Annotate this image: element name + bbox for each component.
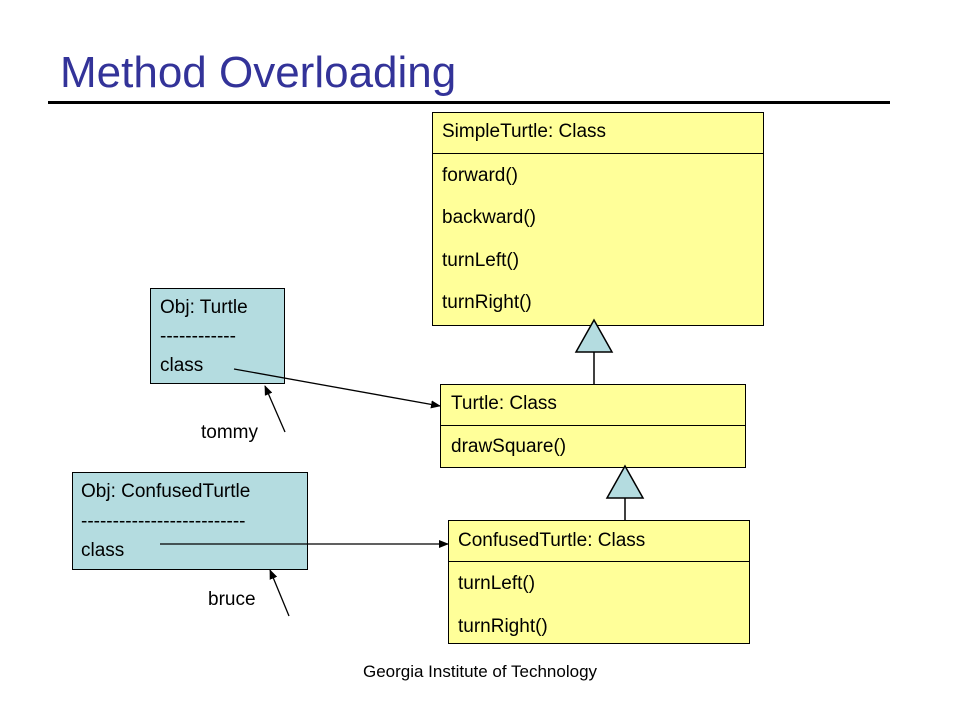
object-separator: ------------ [160, 326, 236, 347]
object-box-turtle [150, 288, 285, 384]
object-header-confused-turtle: Obj: ConfusedTurtle [81, 481, 251, 502]
method-forward: forward() [442, 165, 519, 186]
method-backward: backward() [442, 207, 536, 228]
object-header-turtle: Obj: Turtle [160, 297, 248, 318]
inheritance-triangle-icon [605, 464, 645, 499]
class-box-confused-turtle [448, 520, 750, 644]
footer-text: Georgia Institute of Technology [362, 662, 598, 681]
page-title: Method Overloading [60, 48, 457, 97]
class-header [441, 385, 745, 426]
variable-label-tommy: tommy [201, 422, 258, 443]
class-box-simple-turtle [432, 112, 764, 326]
variable-pointer-arrow-bruce [269, 569, 290, 617]
class-header [449, 521, 749, 562]
class-header [433, 113, 763, 154]
method-turn-left: turnLeft() [442, 250, 520, 271]
class-name-simple-turtle: SimpleTurtle: Class [442, 121, 607, 142]
object-separator: -------------------------- [81, 511, 246, 532]
method-turn-left: turnLeft() [458, 573, 536, 594]
inheritance-triangle-icon [574, 318, 614, 353]
method-turn-right: turnRight() [442, 292, 532, 313]
title-underline [48, 101, 890, 104]
class-name-confused-turtle: ConfusedTurtle: Class [458, 530, 646, 551]
method-draw-square: drawSquare() [451, 436, 567, 457]
object-field-class: class [160, 355, 204, 376]
variable-pointer-arrow-tommy [264, 385, 286, 433]
class-box-turtle [440, 384, 746, 468]
class-name-turtle: Turtle: Class [451, 393, 557, 414]
object-field-class: class [81, 540, 125, 561]
method-turn-right: turnRight() [458, 616, 548, 637]
class-reference-arrow-tommy [233, 368, 441, 409]
variable-label-bruce: bruce [208, 589, 256, 610]
object-box-confused-turtle [72, 472, 308, 570]
